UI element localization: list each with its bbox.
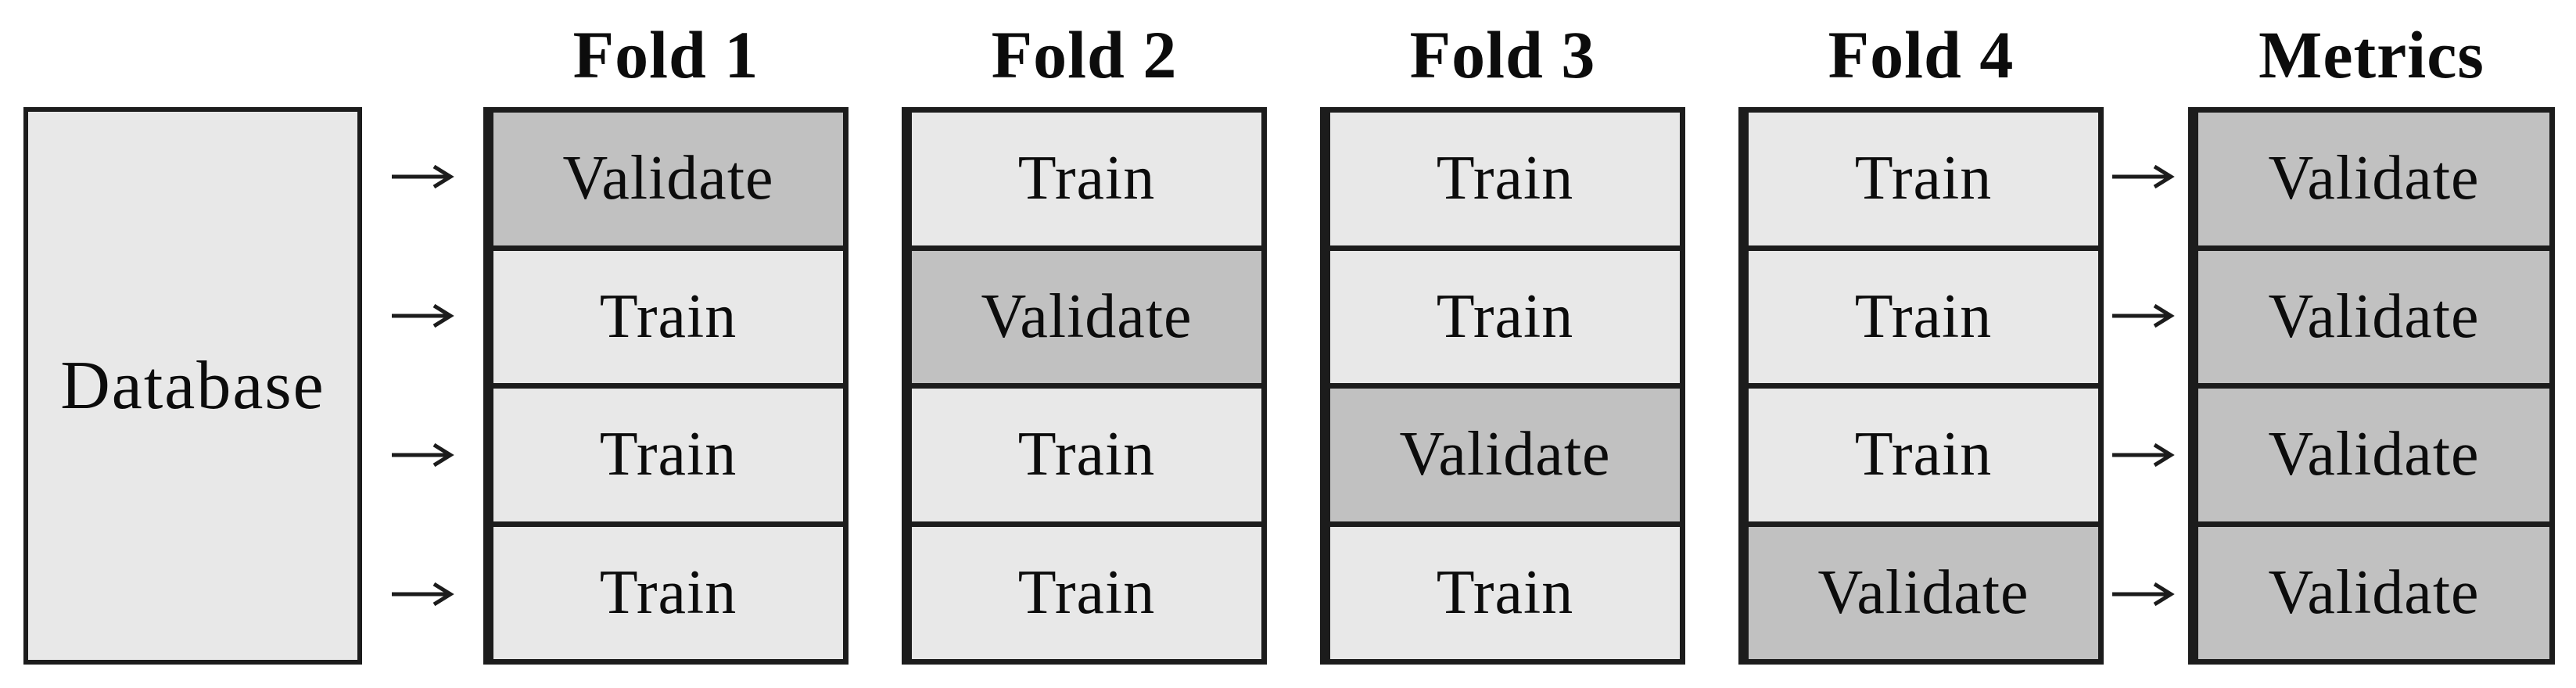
right-arrow-icon (2110, 159, 2176, 194)
metrics-cell: Validate (2198, 521, 2549, 659)
metrics-column: Validate Validate Validate Validate (2188, 107, 2555, 665)
right-arrow-icon (2110, 577, 2176, 611)
fold-3-cell: Train (1330, 113, 1680, 245)
database-box: Database (23, 107, 362, 665)
right-arrow-icon (389, 299, 455, 333)
fold-2-cell: Train (912, 383, 1261, 521)
fold-4-column: Train Train Train Validate (1738, 107, 2104, 665)
fold-1-header: Fold 1 (572, 17, 759, 92)
fold-2-cell: Train (912, 113, 1261, 245)
fold-4-cell: Train (1749, 383, 2098, 521)
metrics-cell: Validate (2198, 383, 2549, 521)
fold-4-cell: Train (1749, 245, 2098, 383)
right-arrow-icon (389, 577, 455, 611)
right-arrow-icon (389, 159, 455, 194)
fold-2-column: Train Validate Train Train (902, 107, 1267, 665)
fold-3-column: Train Train Validate Train (1320, 107, 1685, 665)
fold-3-cell: Train (1330, 521, 1680, 659)
fold-2-cell: Train (912, 521, 1261, 659)
fold-1-cell: Train (493, 245, 843, 383)
fold-4-header: Fold 4 (1828, 17, 2015, 92)
metrics-cell: Validate (2198, 113, 2549, 245)
database-label: Database (60, 348, 325, 424)
fold-1-cell: Train (493, 383, 843, 521)
fold-2-header: Fold 2 (991, 17, 1178, 92)
fold-3-cell: Validate (1330, 383, 1680, 521)
fold-1-column: Validate Train Train Train (483, 107, 849, 665)
right-arrow-icon (2110, 299, 2176, 333)
fold-1-cell: Validate (493, 113, 843, 245)
metrics-header: Metrics (2258, 17, 2485, 92)
fold-4-cell: Validate (1749, 521, 2098, 659)
fold-4-cell: Train (1749, 113, 2098, 245)
metrics-cell: Validate (2198, 245, 2549, 383)
fold-3-header: Fold 3 (1409, 17, 1596, 92)
right-arrow-icon (2110, 438, 2176, 472)
fold-2-cell: Validate (912, 245, 1261, 383)
fold-1-cell: Train (493, 521, 843, 659)
right-arrow-icon (389, 438, 455, 472)
fold-3-cell: Train (1330, 245, 1680, 383)
